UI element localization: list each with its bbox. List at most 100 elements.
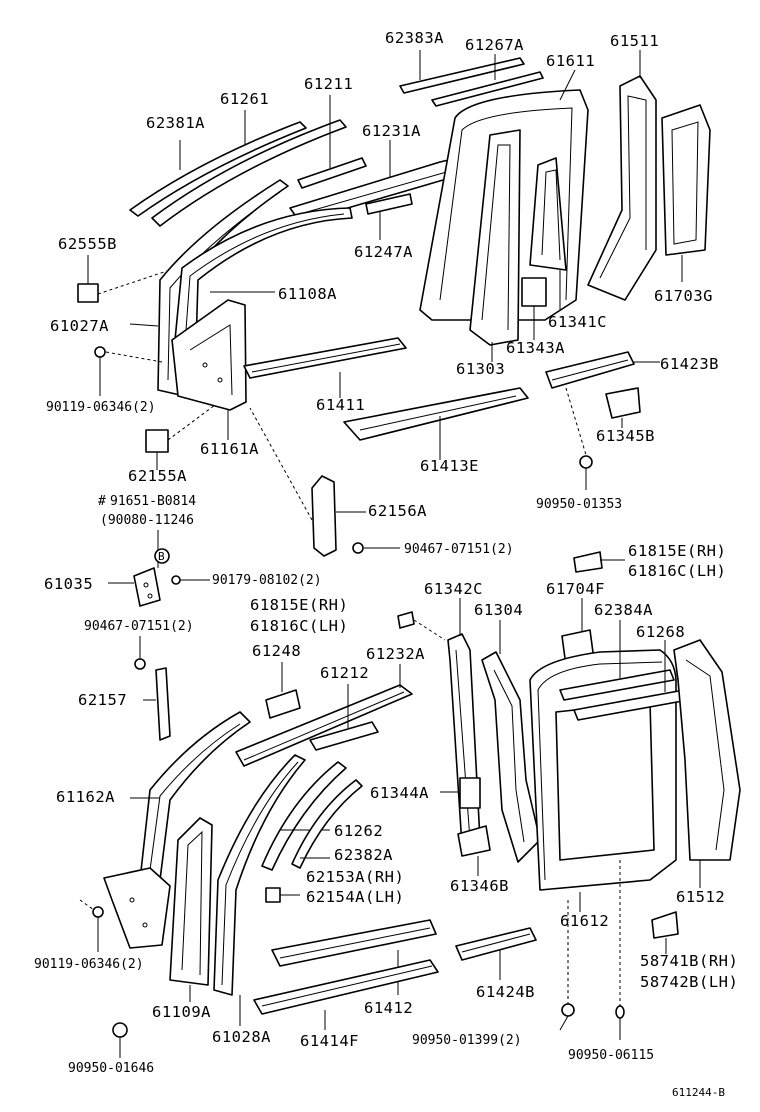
label-61815E-middle: 61815E(RH): [250, 596, 348, 614]
part-61161A: [171, 299, 247, 440]
part-61162A: [130, 711, 251, 881]
label-62155A: 62155A: [128, 467, 187, 485]
part-61304: [481, 620, 541, 863]
part-90467-07151-lower: [134, 636, 146, 670]
label-61703G: 61703G: [654, 287, 713, 305]
labels: 62383A 61267A 61611 61511 61261 61211 62…: [34, 29, 738, 1099]
part-61414F: [253, 959, 439, 1030]
part-61109A: [169, 817, 213, 1002]
label-61304: 61304: [474, 601, 523, 619]
part-61511: [587, 50, 657, 301]
label-61341C: 61341C: [548, 313, 607, 331]
label-61511: 61511: [610, 32, 659, 50]
part-62381A: [129, 121, 307, 217]
label-61424B: 61424B: [476, 983, 535, 1001]
part-62156A: [249, 407, 366, 557]
label-61815E-upper: 61815E(RH): [628, 542, 726, 560]
label-61231A: 61231A: [362, 122, 421, 140]
label-61612: 61612: [560, 912, 609, 930]
part-61211: [297, 95, 367, 189]
part-62153A: [265, 887, 300, 903]
label-61212: 61212: [320, 664, 369, 682]
label-58742B: 58742B(LH): [640, 973, 738, 991]
part-61424B: [455, 927, 537, 980]
label-62381A: 62381A: [146, 114, 205, 132]
label-61109A: 61109A: [152, 1003, 211, 1021]
part-61261: [151, 110, 347, 227]
part-61212: [309, 684, 379, 751]
part-62382A: [291, 779, 363, 869]
part-61346B: [457, 825, 491, 876]
part-61703G: [661, 104, 711, 282]
label-91651-B0814: 91651-B0814: [110, 494, 196, 509]
part-90119-06346-upper: [94, 346, 163, 396]
part-61303: [469, 129, 521, 362]
part-61232A: [235, 664, 413, 767]
part-61815E-middle: [397, 611, 446, 641]
part-61412: [271, 919, 437, 995]
part-61411: [243, 337, 407, 398]
label-90080-11246: (90080-11246: [100, 513, 194, 528]
label-61035: 61035: [44, 575, 93, 593]
diagram-id: 611244-B: [672, 1086, 725, 1099]
label-90950-01646: 90950-01646: [68, 1061, 154, 1076]
part-90950-06115: [615, 860, 625, 1040]
part-61035: [108, 530, 161, 607]
label-90467-07151-lower: 90467-07151(2): [84, 619, 194, 634]
label-61268: 61268: [636, 623, 685, 641]
label-61611: 61611: [546, 52, 595, 70]
label-58741B: 58741B(RH): [640, 952, 738, 970]
part-61423B: [545, 351, 660, 456]
label-61344A: 61344A: [370, 784, 429, 802]
label-61512: 61512: [676, 888, 725, 906]
label-61414F: 61414F: [300, 1032, 359, 1050]
circle-b-marker: B: [154, 548, 170, 564]
label-61343A: 61343A: [506, 339, 565, 357]
part-58741B: [651, 911, 679, 954]
label-61413E: 61413E: [420, 457, 479, 475]
part-61612: [529, 649, 677, 912]
part-61815E-upper: [573, 551, 625, 573]
label-61108A: 61108A: [278, 285, 337, 303]
part-62155A: [145, 404, 216, 470]
label-61411: 61411: [316, 396, 365, 414]
label-61303: 61303: [456, 360, 505, 378]
part-62384A: [559, 620, 675, 701]
label-90119-06346-upper: 90119-06346(2): [46, 400, 156, 415]
label-61704F: 61704F: [546, 580, 605, 598]
label-62154A: 62154A(LH): [306, 888, 404, 906]
label-61248: 61248: [252, 642, 301, 660]
label-61262: 61262: [334, 822, 383, 840]
label-62382A: 62382A: [334, 846, 393, 864]
label-62153A: 62153A(RH): [306, 868, 404, 886]
label-61342C: 61342C: [424, 580, 483, 598]
label-61232A: 61232A: [366, 645, 425, 663]
label-90179-08102: 90179-08102(2): [212, 573, 322, 588]
label-61346B: 61346B: [450, 877, 509, 895]
part-cowl-lower: [103, 867, 171, 949]
label-90950-01353: 90950-01353: [536, 497, 622, 512]
hash-marker: #: [98, 494, 106, 509]
label-61247A: 61247A: [354, 243, 413, 261]
label-61816C-upper: 61816C(LH): [628, 562, 726, 580]
label-62157: 62157: [78, 691, 127, 709]
label-61027A: 61027A: [50, 317, 109, 335]
part-90950-01353: [579, 455, 593, 490]
part-90467-07151-upper: [352, 542, 400, 554]
label-62384A: 62384A: [594, 601, 653, 619]
part-61512: [673, 639, 741, 888]
label-61028A: 61028A: [212, 1028, 271, 1046]
label-61261: 61261: [220, 90, 269, 108]
part-61248: [265, 662, 301, 719]
part-61344A: [440, 777, 481, 809]
part-61028A: [213, 754, 306, 1026]
label-90950-06115: 90950-06115: [568, 1048, 654, 1063]
label-90119-06346-lower: 90119-06346(2): [34, 957, 144, 972]
label-61267A: 61267A: [465, 36, 524, 54]
label-61412: 61412: [364, 999, 413, 1017]
part-62383A: [399, 50, 525, 94]
part-90179-08102: [171, 575, 210, 585]
label-61816C-middle: 61816C(LH): [250, 617, 348, 635]
label-62555B: 62555B: [58, 235, 117, 253]
